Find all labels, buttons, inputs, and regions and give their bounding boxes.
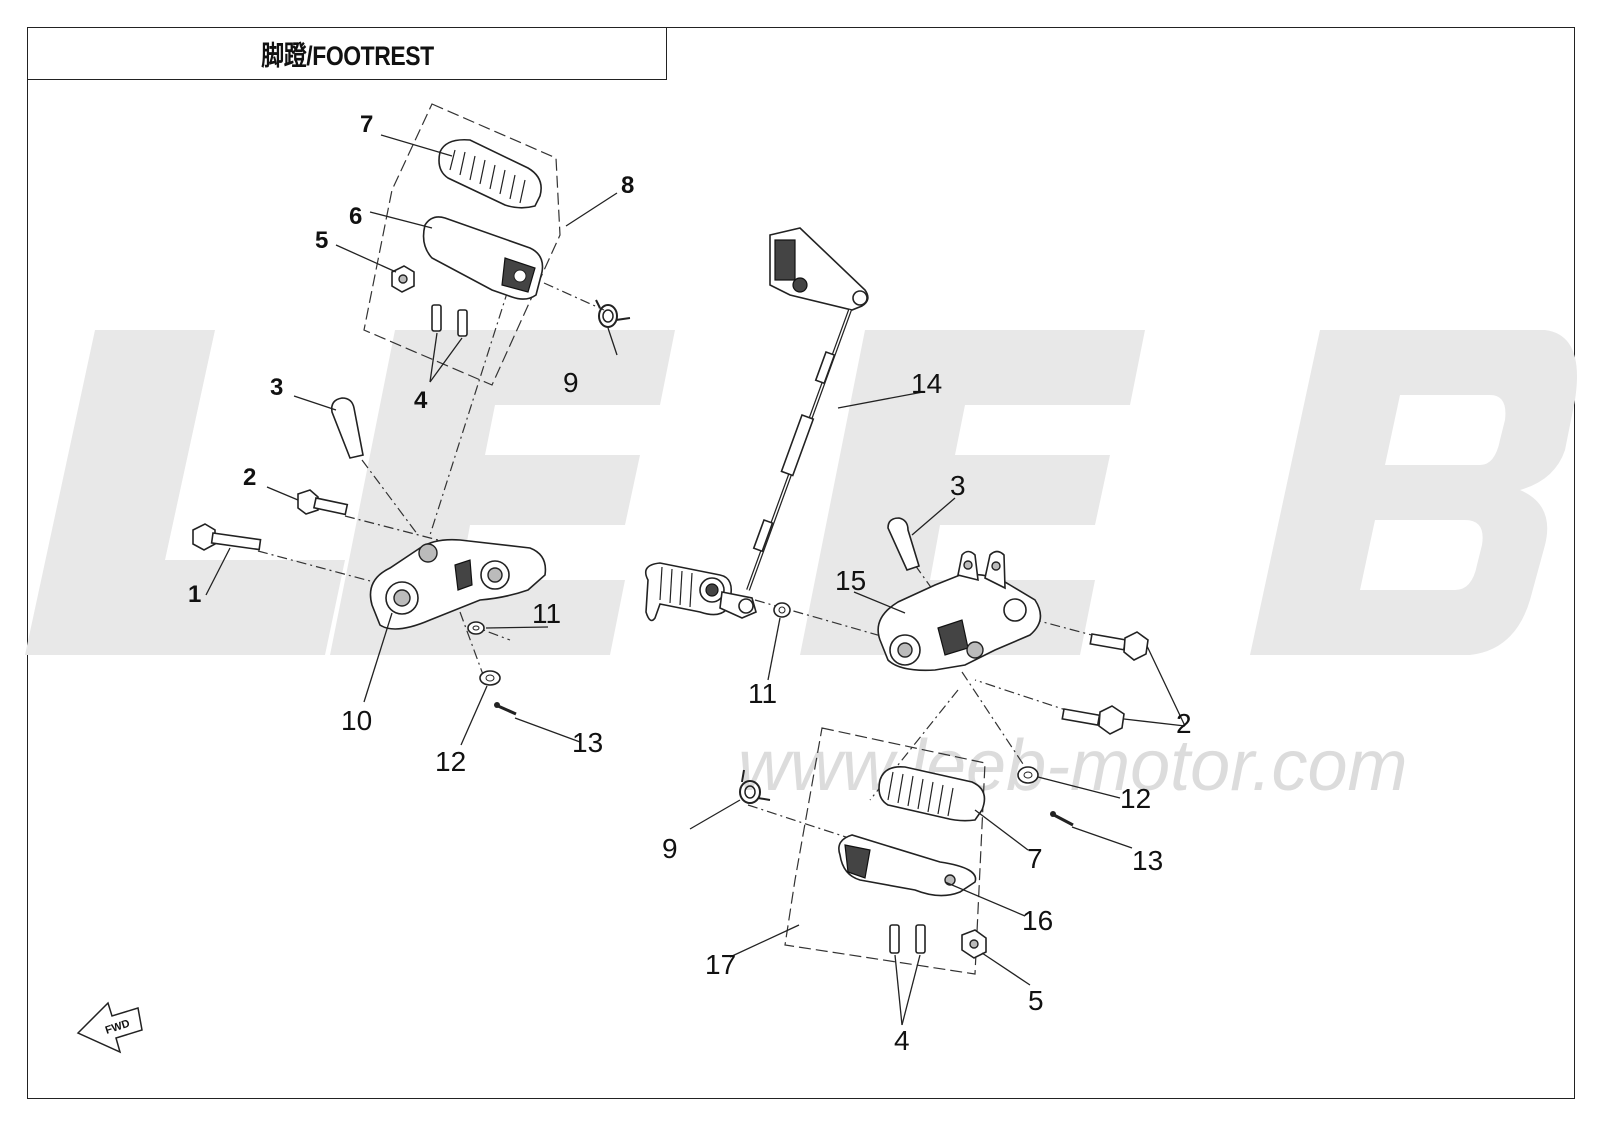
callout-3-right: 3	[950, 470, 966, 501]
callout-10: 10	[341, 705, 372, 736]
forward-arrow-icon: FWD	[76, 1001, 143, 1054]
leeb-watermark: www.leeb-motor.com	[25, 330, 1577, 806]
bolt-1-long	[192, 523, 262, 551]
washer-11-right	[773, 602, 791, 618]
pin-right	[887, 517, 920, 571]
callout-12-right: 12	[1120, 783, 1151, 814]
callout-7-upper: 7	[360, 111, 373, 138]
callout-8: 8	[621, 172, 634, 199]
washer-11-left	[467, 621, 485, 635]
footrest-bracket-right	[877, 550, 1042, 672]
callout-labels: 7 6 8 5 9 4 3 2 1 11 10 12 13 14 3 15 11…	[188, 111, 1192, 1056]
shift-linkage-rod	[746, 227, 869, 591]
drawing-frame	[27, 27, 1575, 1099]
watermark-url: www.leeb-motor.com	[738, 726, 1408, 806]
leader-lines	[205, 134, 1186, 1026]
callout-2-right: 2	[1176, 708, 1192, 739]
title-box: 脚蹬/FOOTREST	[27, 27, 667, 80]
cotter-pin-right	[1050, 811, 1074, 827]
callout-4-upper: 4	[414, 387, 428, 414]
callout-12-left: 12	[435, 746, 466, 777]
washer-12-right	[1017, 766, 1039, 784]
footrest-bracket-left	[369, 538, 547, 630]
callout-9-upper: 9	[563, 367, 579, 398]
pin-upper	[330, 397, 364, 459]
callout-11-left: 11	[532, 598, 561, 629]
callout-16: 16	[1022, 905, 1053, 936]
lower-group-box	[784, 727, 986, 975]
callout-5-upper: 5	[315, 227, 328, 254]
callout-9-lower: 9	[662, 833, 678, 864]
spring-lower	[739, 769, 771, 804]
callout-17: 17	[705, 949, 736, 980]
callout-11-right: 11	[748, 678, 777, 709]
bolt-2-left	[297, 489, 349, 516]
callout-15: 15	[835, 565, 866, 596]
page-title: 脚蹬/FOOTREST	[260, 41, 434, 71]
footpeg-rubber-lower	[878, 765, 986, 822]
footpeg-arm-upper	[422, 216, 544, 300]
callout-14: 14	[911, 368, 942, 399]
bolts-lower	[889, 924, 926, 954]
cotter-pin-left	[494, 702, 517, 716]
footpeg-arm-lower	[838, 834, 977, 897]
washer-12-left	[479, 670, 501, 686]
bolts-upper	[431, 304, 468, 337]
bolt-2-right-lower	[1061, 705, 1125, 735]
nut-upper	[391, 265, 415, 293]
bolt-2-right-upper	[1089, 631, 1149, 661]
callout-7-lower: 7	[1027, 843, 1043, 874]
callout-1: 1	[188, 581, 201, 608]
callout-2-left: 2	[243, 464, 256, 491]
footpeg-rubber-upper	[438, 138, 542, 209]
shift-pedal	[644, 562, 757, 622]
nut-lower	[961, 929, 987, 959]
callout-6: 6	[349, 203, 362, 230]
callout-5-lower: 5	[1028, 985, 1044, 1016]
spring-upper	[595, 299, 631, 328]
callout-13-right: 13	[1132, 845, 1163, 876]
callout-4-lower: 4	[894, 1025, 910, 1056]
upper-group-box	[363, 103, 561, 386]
callout-3-left: 3	[270, 374, 283, 401]
callout-13-left: 13	[572, 727, 603, 758]
